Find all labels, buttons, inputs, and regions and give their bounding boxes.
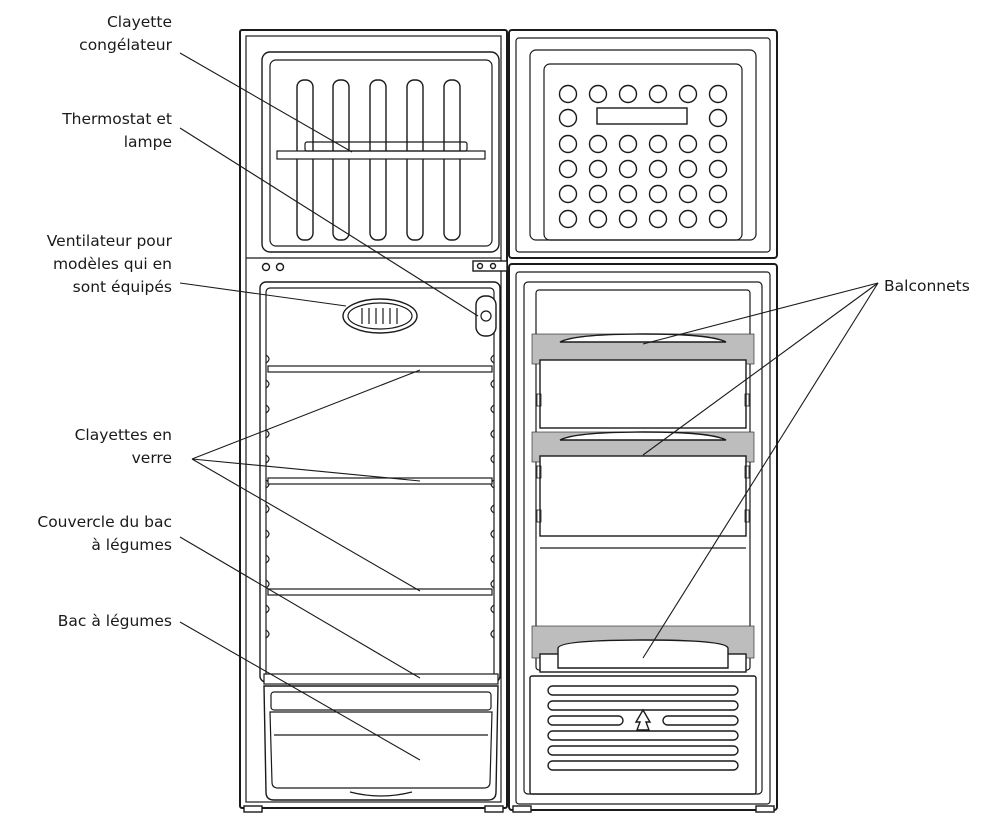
freezer-shelf — [276, 150, 486, 160]
logo-icon — [634, 708, 652, 731]
leader-lines — [179, 52, 879, 761]
label-freezer-shelf-line2: congélateur — [79, 36, 172, 54]
left-shelf-supports — [265, 354, 495, 639]
crisper-drawer — [263, 685, 499, 801]
label-fan-line1: Ventilateur pour — [47, 232, 173, 250]
label-crisper-cover-line2: à légumes — [91, 536, 172, 554]
crisper-cover — [263, 673, 499, 685]
label-thermostat-line1: Thermostat et — [61, 110, 172, 128]
hinge — [472, 260, 508, 272]
glass-shelf-3 — [267, 588, 493, 596]
label-thermostat-line2: lampe — [124, 133, 172, 151]
fridge-cabinet — [239, 29, 508, 813]
door-balcony-3 — [531, 625, 755, 673]
thermostat-lamp — [475, 295, 497, 337]
door-balcony-2 — [531, 431, 755, 537]
fan-unit — [342, 298, 418, 334]
glass-shelf-1 — [267, 365, 493, 373]
label-freezer-shelf-line1: Clayette — [107, 13, 172, 31]
label-crisper: Bac à légumes — [58, 612, 172, 630]
label-door-balconies: Balconnets — [884, 277, 970, 295]
door-bottom-vent — [529, 675, 757, 795]
fridge-door — [508, 263, 778, 813]
label-glass-shelves-line1: Clayettes en — [75, 426, 172, 444]
label-crisper-cover-line1: Couvercle du bac — [37, 513, 172, 531]
freezer-door — [508, 29, 778, 259]
door-balcony-1 — [531, 333, 755, 429]
freezer-grille — [296, 79, 461, 241]
label-fan-line2: modèles qui en — [53, 255, 172, 273]
label-glass-shelves-line2: verre — [132, 449, 172, 467]
glass-shelf-2 — [267, 477, 493, 485]
label-fan-line3: sont équipés — [73, 278, 172, 296]
